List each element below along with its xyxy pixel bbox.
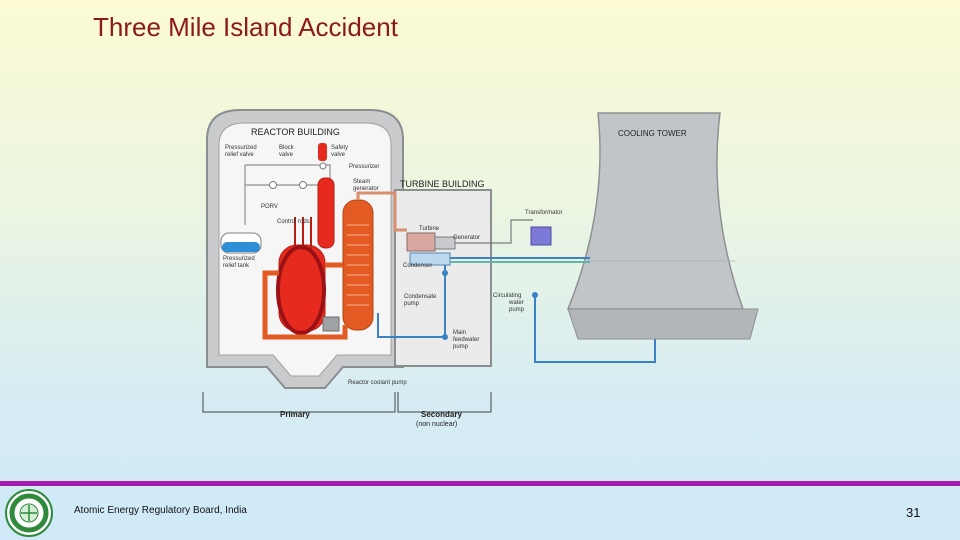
label-pressurized-relief-tank-2: relief tank [223, 263, 250, 269]
primary-loop-pipe [262, 270, 348, 340]
feedwater-pump-icon [442, 334, 448, 340]
slide-title: Three Mile Island Accident [93, 12, 398, 42]
safety-valve-icon [319, 162, 327, 170]
footer-organization: Atomic Energy Regulatory Board, India [74, 505, 247, 516]
label-primary: Primary [280, 410, 310, 419]
label-circulating-water-pump-2: water [508, 300, 524, 306]
label-turbine: Turbine [419, 226, 440, 232]
aerb-logo-icon [5, 489, 53, 537]
circulating-water-pipe [534, 293, 656, 363]
label-reactor-coolant-pump: Reactor coolant pump [348, 380, 407, 386]
cooling-tower-basin [567, 308, 759, 340]
footer-bar [0, 481, 960, 486]
label-pressurized-relief-valve-1: Pressurized [225, 145, 257, 151]
label-transformator: Transformator [525, 210, 562, 216]
porv-valve-icon [299, 181, 307, 189]
steam-generator-tubes [347, 224, 369, 306]
label-generator: Generator [453, 235, 480, 241]
circulating-pump-icon [532, 292, 538, 298]
reactor-coolant-pump-icon [322, 316, 340, 332]
label-circulating-water-pump-1: Circulating [493, 293, 521, 299]
turbine-icon [406, 232, 436, 252]
pressurizer-vessel [317, 177, 335, 249]
steam-pipe [356, 191, 407, 232]
label-secondary-1: Secondary [421, 410, 462, 419]
feedwater-pipe [377, 265, 446, 338]
label-condenser: Condenser [403, 263, 432, 269]
label-pressurized-relief-tank-1: Pressurized [223, 256, 255, 262]
label-block-valve-2: valve [279, 152, 294, 158]
relief-tank-water [222, 242, 260, 252]
label-steam-generator-2: generator [353, 186, 379, 192]
label-main-feedwater-pump-1: Main [453, 330, 466, 336]
label-main-feedwater-pump-3: pump [453, 344, 469, 350]
cooling-tower [566, 112, 745, 310]
power-line [455, 219, 533, 244]
label-block-valve-1: Block [279, 145, 295, 151]
label-turbine-building: TURBINE BUILDING [400, 179, 485, 189]
condensate-pump-icon [442, 270, 448, 276]
label-porv: PORV [261, 204, 278, 210]
safety-valve-body [318, 143, 327, 161]
transformator-icon [530, 226, 552, 246]
generator-icon [434, 236, 456, 250]
label-cooling-tower: COOLING TOWER [618, 129, 687, 138]
label-pressurized-relief-valve-2: relief valve [225, 152, 254, 158]
label-steam-generator-1: Steam [353, 179, 370, 185]
label-pressurizer: Pressurizer [349, 164, 379, 170]
label-safety-valve-2: valve [331, 152, 346, 158]
page-number: 31 [906, 505, 921, 520]
highlight-ring [276, 245, 326, 335]
label-control-rods: Control rods [277, 219, 310, 225]
label-secondary-2: (non nuclear) [416, 421, 457, 428]
label-condensate-pump-1: Condensate [404, 294, 437, 300]
primary-bracket [202, 392, 396, 413]
secondary-bracket [397, 392, 492, 413]
label-reactor-building: REACTOR BUILDING [251, 127, 340, 137]
label-safety-valve-1: Safety [331, 145, 348, 151]
label-main-feedwater-pump-2: feedwater [453, 337, 479, 343]
label-circulating-water-pump-3: pump [509, 307, 525, 313]
block-valve-icon [269, 181, 277, 189]
tmi-plant-diagram: REACTOR BUILDING TURBINE BUILDING COOLIN… [202, 109, 759, 428]
label-condensate-pump-2: pump [404, 301, 420, 307]
